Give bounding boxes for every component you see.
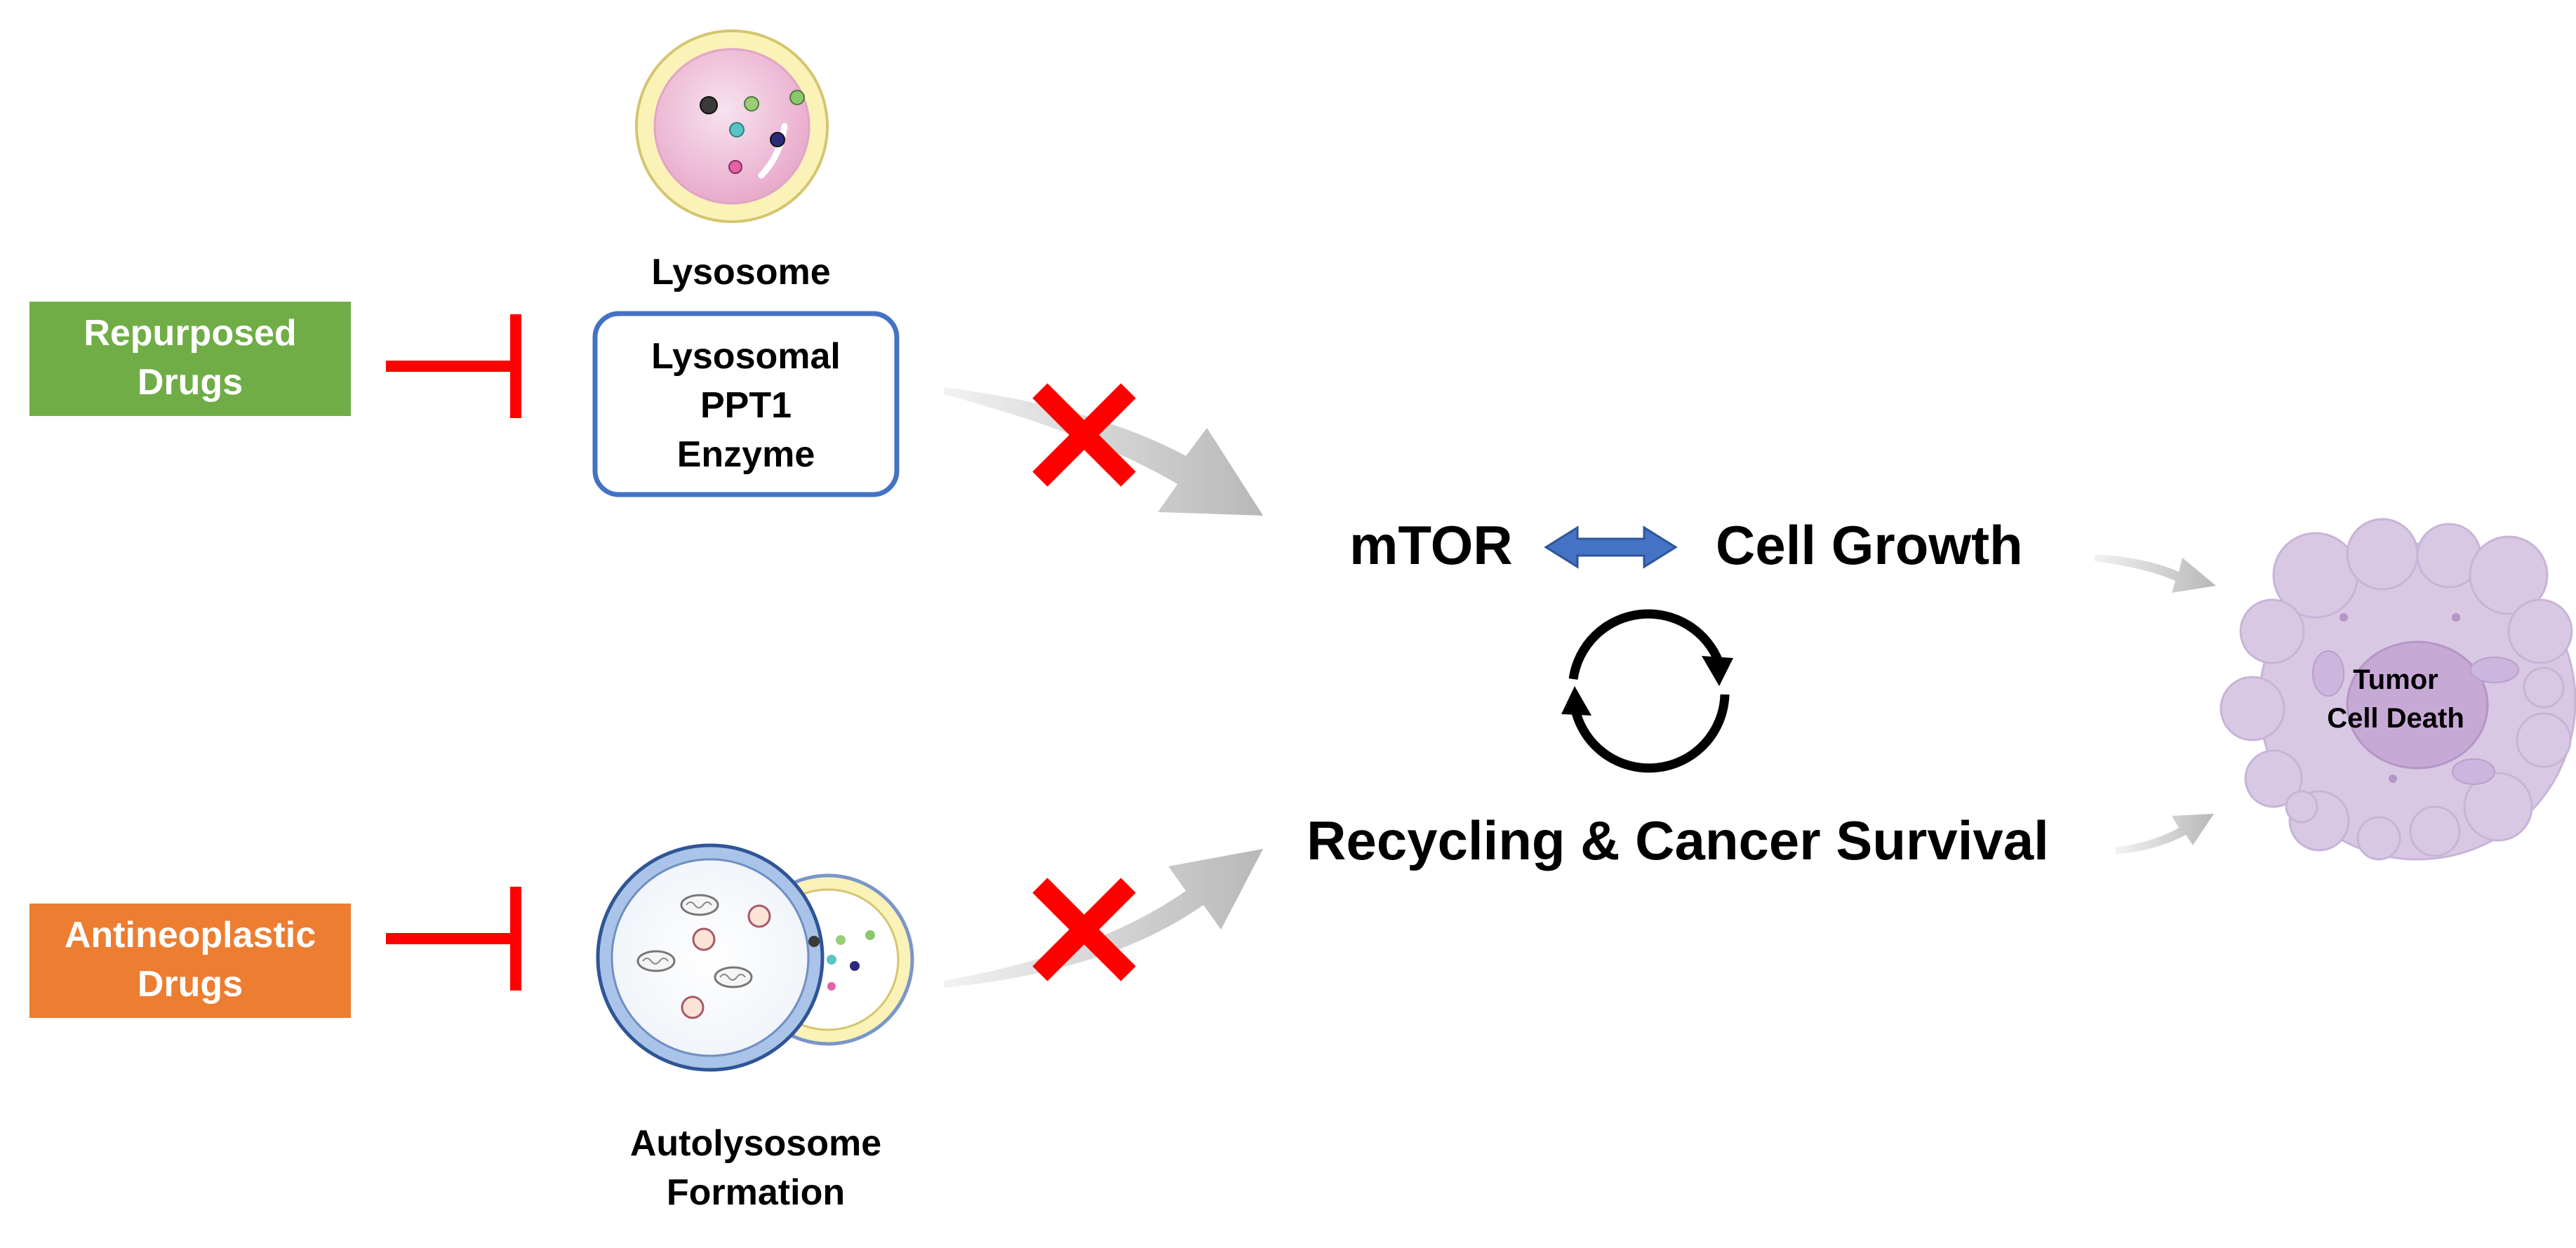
lysosome-icon <box>635 29 829 223</box>
autolysosome-line1: Autolysosome <box>630 1123 881 1164</box>
block-x-lower-icon <box>1032 878 1136 981</box>
repurposed-drugs-line2: Drugs <box>138 362 243 403</box>
antineoplastic-drugs-line2: Drugs <box>138 964 243 1005</box>
repurposed-drugs-box: Repurposed Drugs <box>29 302 351 416</box>
ppt1-enzyme-line3: Enzyme <box>677 434 815 475</box>
flow-arrow-recycling-to-death <box>2116 814 2214 854</box>
tumor-cell-details <box>2312 613 2519 785</box>
autolysosome-icon <box>596 843 914 1072</box>
double-arrow-icon <box>1544 525 1678 569</box>
tumor-label-line2: Cell Death <box>2327 703 2464 734</box>
lysosome-label: Lysosome <box>651 252 830 293</box>
antineoplastic-drugs-box: Antineoplastic Drugs <box>29 904 351 1018</box>
cell-growth-label: Cell Growth <box>1716 514 2023 576</box>
ppt1-enzyme-box: Lysosomal PPT1 Enzyme <box>592 311 900 497</box>
autolysosome-line2: Formation <box>667 1172 845 1213</box>
recycling-survival-label: Recycling & Cancer Survival <box>1307 810 2049 871</box>
ppt1-enzyme-line1: Lysosomal <box>651 336 841 377</box>
repurposed-drugs-line1: Repurposed <box>84 313 296 354</box>
ppt1-enzyme-line2: PPT1 <box>700 385 792 426</box>
inhibition-upper-icon <box>386 314 521 418</box>
cycle-arrows-icon <box>1568 609 1730 773</box>
flow-arrow-lower <box>944 849 1263 988</box>
antineoplastic-drugs-line1: Antineoplastic <box>65 915 316 955</box>
tumor-label-line1: Tumor <box>2353 664 2438 695</box>
flow-arrow-upper <box>944 387 1263 516</box>
inhibition-lower-icon <box>386 887 521 991</box>
cycle-arrowheads <box>1561 656 1733 716</box>
block-x-upper-icon <box>1032 383 1136 487</box>
flow-arrow-growth-to-death <box>2095 554 2216 593</box>
mtor-label: mTOR <box>1349 514 1513 576</box>
